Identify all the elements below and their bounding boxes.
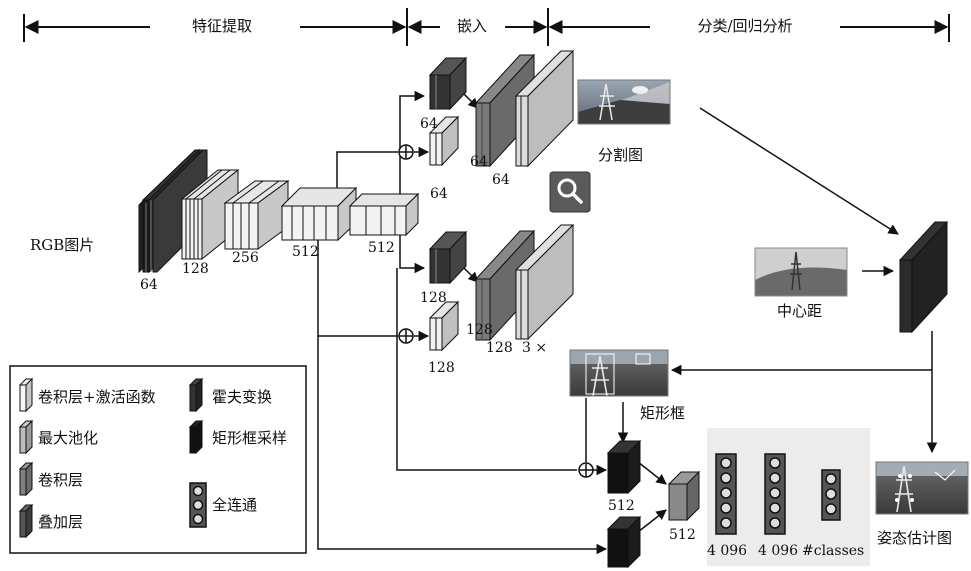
header-embedding: 嵌入: [457, 17, 487, 35]
segmentation-image: [578, 80, 670, 124]
upper-label-d: 64: [492, 172, 510, 188]
legend-icon-maxpool: [20, 421, 32, 453]
upper-branch: [430, 51, 573, 166]
channel-128: 128: [182, 261, 209, 277]
upper-label-c: 64: [470, 154, 488, 170]
legend-stack: 叠加层: [38, 513, 83, 531]
legend-icon-fc: [190, 483, 206, 527]
bounding-box-label: 矩形框: [640, 404, 685, 422]
fc-column-2: [765, 454, 785, 534]
lower-label-c: 128: [466, 322, 493, 338]
header-classification: 分类/回归分析: [697, 17, 792, 35]
roi-label-b: 512: [669, 527, 696, 543]
segmentation-label: 分割图: [598, 146, 643, 164]
legend-conv: 卷积层: [38, 471, 83, 489]
fc-column-1: [716, 454, 736, 534]
legend-hough: 霍夫变换: [212, 388, 272, 406]
fc-column-3: [822, 470, 840, 520]
sum-node-head: [579, 463, 593, 477]
roi-block-b: [608, 517, 640, 567]
header-feature-extraction: 特征提取: [192, 17, 252, 35]
lower-hough-block: [430, 232, 466, 283]
legend-icon-stack: [20, 505, 32, 537]
pose-estimation-image: [876, 462, 968, 514]
fc-label-3: #classes: [802, 543, 864, 559]
lower-conv-block: [430, 302, 458, 350]
fc-label-1: 4 096: [707, 543, 747, 559]
channel-512b: 512: [368, 240, 395, 256]
upper-hough-block: [430, 58, 466, 109]
legend-icon-hough: [190, 379, 202, 411]
lower-label-d: 128: [486, 340, 513, 356]
legend-fc: 全连通: [212, 496, 257, 514]
backbone-stage-512a: [282, 188, 356, 240]
channel-512a: 512: [292, 244, 319, 260]
lower-label-b: 128: [428, 360, 455, 376]
lower-label-e: 3 ×: [522, 340, 547, 356]
lower-label-a: 128: [420, 290, 447, 306]
channel-64: 64: [140, 277, 158, 293]
legend-icon-conv-act: [20, 379, 32, 411]
roi-label-a: 512: [608, 498, 635, 514]
sum-node-upper: [399, 145, 413, 159]
channel-256: 256: [232, 250, 259, 266]
roi-block-a: [608, 441, 640, 493]
legend-icon-roi-sample: [190, 421, 202, 453]
fc-label-2: 4 096: [758, 543, 798, 559]
pose-estimation-label: 姿态估计图: [877, 529, 952, 547]
sum-node-lower: [399, 329, 413, 343]
backbone-stage-512b: [350, 194, 418, 235]
right-hough-block: [900, 222, 947, 332]
magnifier-icon[interactable]: [550, 172, 590, 212]
legend-icon-conv: [20, 463, 32, 495]
center-distance-image: [755, 248, 847, 296]
upper-label-a: 64: [420, 116, 438, 132]
lower-branch: [430, 225, 573, 350]
legend-maxpool: 最大池化: [38, 429, 98, 447]
legend-roi-sample: 矩形框采样: [212, 429, 287, 447]
legend-conv-act: 卷积层+激活函数: [38, 388, 156, 406]
center-distance-label: 中心距: [777, 302, 822, 320]
upper-label-b: 64: [430, 186, 448, 202]
bounding-box-image: [570, 350, 668, 396]
input-label: RGB图片: [30, 236, 94, 254]
roi-merge-block: [669, 472, 699, 520]
